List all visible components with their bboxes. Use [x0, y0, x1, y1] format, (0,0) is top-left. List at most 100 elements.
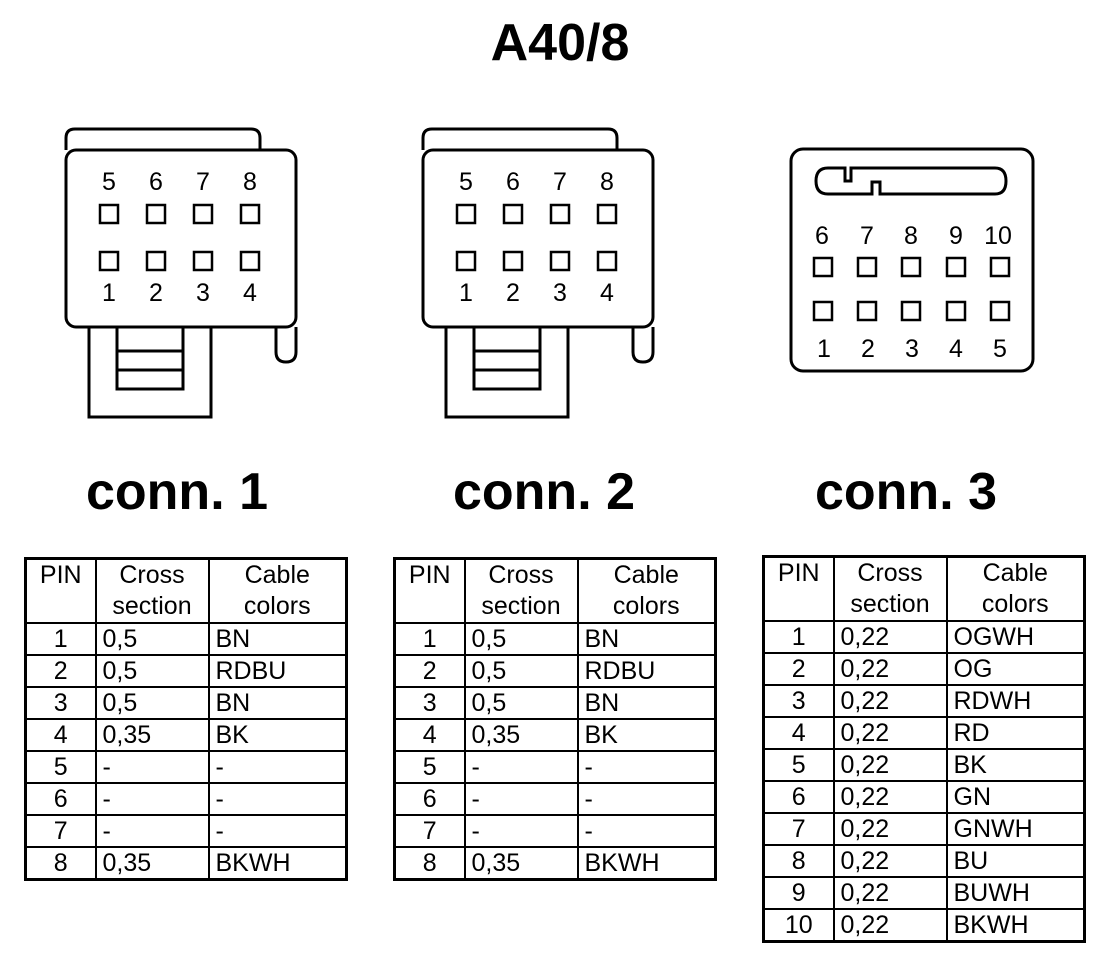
- cable-color-cell: BK: [576, 718, 717, 752]
- pin-cell: 3: [762, 684, 835, 718]
- pin-number: 5: [993, 335, 1007, 363]
- cross-section-cell: 0,5: [463, 622, 579, 656]
- cross-section-cell: 0,22: [832, 876, 948, 910]
- pin-number: 4: [600, 279, 614, 307]
- cross-section-cell: 0,22: [832, 748, 948, 782]
- pin-cell: 8: [762, 844, 835, 878]
- pin-cell: 8: [393, 846, 466, 881]
- pin-socket-grid: [98, 203, 261, 272]
- cable-color-cell: BKWH: [576, 846, 717, 881]
- cable-color-cell: BU: [945, 844, 1086, 878]
- connector-3-drawing: [789, 147, 1035, 373]
- cross-section-cell: 0,5: [94, 654, 210, 688]
- pin-cell: 6: [24, 782, 97, 816]
- table-row: 7--: [24, 814, 348, 848]
- column-header-cable-colors: Cable colors: [207, 557, 348, 624]
- cable-color-cell: RDWH: [945, 684, 1086, 718]
- cable-color-cell: BN: [576, 686, 717, 720]
- pin-number: 2: [861, 335, 875, 363]
- column-header-pin: PIN: [762, 555, 835, 622]
- connector-1-pin-numbers: 5 6 7 8 1 2 3 4: [102, 168, 257, 307]
- pin-cell: 3: [24, 686, 97, 720]
- pin-number: 2: [506, 279, 520, 307]
- connector-2-label: conn. 2: [452, 463, 636, 521]
- pin-number: 7: [860, 222, 874, 250]
- pin-cell: 5: [24, 750, 97, 784]
- pin-cell: 3: [393, 686, 466, 720]
- pin-cell: 9: [762, 876, 835, 910]
- cable-color-cell: BKWH: [207, 846, 348, 881]
- column-header-cable-colors: Cable colors: [576, 557, 717, 624]
- pin-number: 9: [949, 222, 963, 250]
- pin-number: 7: [553, 168, 567, 196]
- pin-socket-grid: [812, 256, 1011, 322]
- pin-number: 7: [196, 168, 210, 196]
- cable-color-cell: OG: [945, 652, 1086, 686]
- cross-section-cell: 0,22: [832, 684, 948, 718]
- cross-section-cell: 0,22: [832, 812, 948, 846]
- cable-color-cell: -: [576, 750, 717, 784]
- pin-cell: 6: [762, 780, 835, 814]
- pin-number: 6: [506, 168, 520, 196]
- cable-color-cell: GNWH: [945, 812, 1086, 846]
- pin-cell: 7: [393, 814, 466, 848]
- pin-cell: 8: [24, 846, 97, 881]
- pin-number: 4: [949, 335, 963, 363]
- pin-cell: 6: [393, 782, 466, 816]
- cable-color-cell: -: [576, 814, 717, 848]
- cross-section-cell: -: [94, 814, 210, 848]
- cable-color-cell: -: [207, 750, 348, 784]
- column-header-cross-section: Cross section: [463, 557, 579, 624]
- cross-section-cell: -: [94, 782, 210, 816]
- table-header-row: PIN Cross section Cable colors: [24, 557, 348, 624]
- cable-color-cell: RD: [945, 716, 1086, 750]
- cable-color-cell: BUWH: [945, 876, 1086, 910]
- pin-cell: 7: [24, 814, 97, 848]
- connector-1-label: conn. 1: [85, 463, 269, 521]
- column-header-cross-section: Cross section: [94, 557, 210, 624]
- cross-section-cell: 0,35: [94, 718, 210, 752]
- cable-color-cell: BN: [207, 622, 348, 656]
- pin-number: 2: [149, 279, 163, 307]
- pin-number: 8: [243, 168, 257, 196]
- connector-2-pin-numbers: 5 6 7 8 1 2 3 4: [459, 168, 614, 307]
- pin-cell: 1: [393, 622, 466, 656]
- column-header-pin: PIN: [24, 557, 97, 624]
- cable-color-cell: RDBU: [207, 654, 348, 688]
- table-row: 6--: [24, 782, 348, 816]
- table-row: 5--: [24, 750, 348, 784]
- cross-section-cell: 0,22: [832, 780, 948, 814]
- cross-section-cell: 0,22: [832, 716, 948, 750]
- pin-number: 6: [815, 222, 829, 250]
- pin-number: 5: [102, 168, 116, 196]
- pin-cell: 2: [393, 654, 466, 688]
- pin-cell: 4: [24, 718, 97, 752]
- pin-number: 8: [600, 168, 614, 196]
- cable-color-cell: BK: [945, 748, 1086, 782]
- cross-section-cell: -: [463, 750, 579, 784]
- column-header-pin: PIN: [393, 557, 466, 624]
- cable-color-cell: OGWH: [945, 620, 1086, 654]
- table-header-row: PIN Cross section Cable colors: [762, 555, 1086, 622]
- cross-section-cell: 0,5: [463, 686, 579, 720]
- connector-3-label: conn. 3: [814, 463, 998, 521]
- connector-3-pin-numbers: 6 7 8 9 10 1 2 3 4 5: [815, 222, 1012, 363]
- cross-section-cell: 0,35: [94, 846, 210, 881]
- cross-section-cell: 0,22: [832, 908, 948, 943]
- pin-number: 10: [984, 222, 1012, 250]
- pin-cell: 5: [762, 748, 835, 782]
- pin-number: 8: [904, 222, 918, 250]
- pin-number: 6: [149, 168, 163, 196]
